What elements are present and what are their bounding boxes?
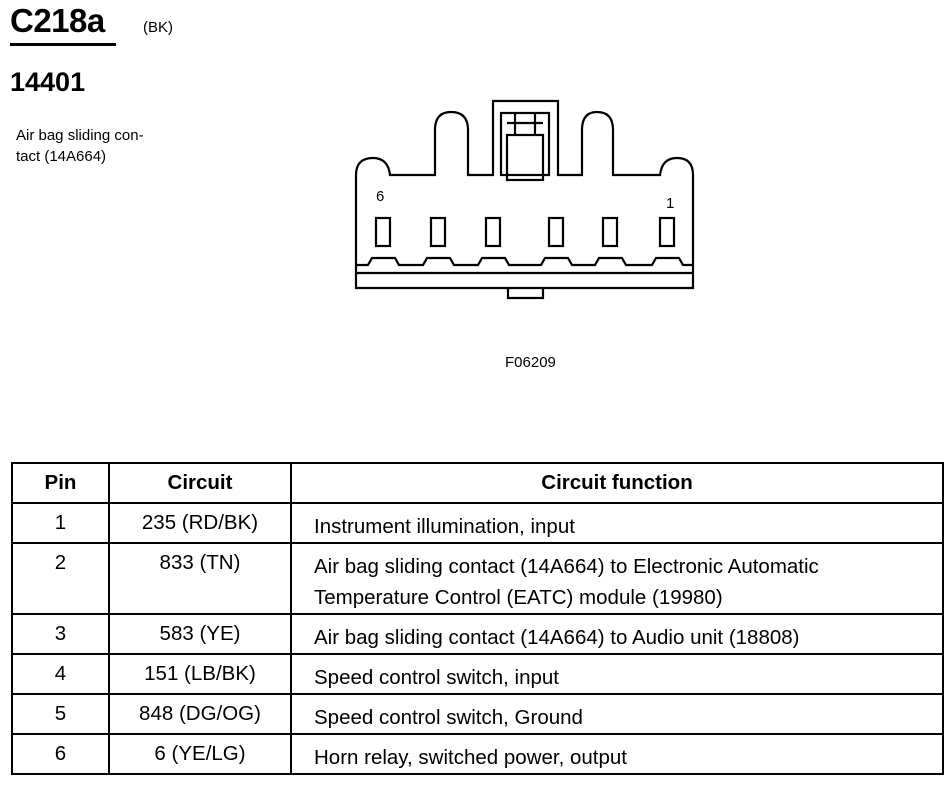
table-header-row: Pin Circuit Circuit function bbox=[11, 462, 944, 504]
circuit-cell: 583 (YE) bbox=[108, 613, 292, 655]
pin-cell: 4 bbox=[11, 653, 110, 695]
function-cell: Air bag sliding contact (14A664) to Audi… bbox=[290, 613, 944, 655]
table-row: 5 848 (DG/OG) Speed control switch, Grou… bbox=[11, 693, 944, 735]
pin-label-6: 6 bbox=[376, 188, 384, 205]
table-row: 6 6 (YE/LG) Horn relay, switched power, … bbox=[11, 733, 944, 775]
circuit-cell: 151 (LB/BK) bbox=[108, 653, 292, 695]
connector-id-underline bbox=[10, 43, 116, 46]
function-cell: Air bag sliding contact (14A664) to Elec… bbox=[290, 542, 944, 615]
function-cell: Speed control switch, Ground bbox=[290, 693, 944, 735]
circuit-cell: 833 (TN) bbox=[108, 542, 292, 615]
header-function: Circuit function bbox=[290, 462, 944, 504]
pin-cell: 5 bbox=[11, 693, 110, 735]
pin-cavity-3 bbox=[547, 216, 565, 248]
table-row: 2 833 (TN) Air bag sliding contact (14A6… bbox=[11, 542, 944, 615]
connector-description: Air bag sliding con- tact (14A664) bbox=[16, 125, 186, 167]
function-line-1: Air bag sliding contact (14A664) to Elec… bbox=[314, 555, 819, 578]
part-number: 14401 bbox=[10, 67, 86, 97]
connector-color: (BK) bbox=[143, 19, 173, 36]
figure-code: F06209 bbox=[505, 354, 556, 371]
pin-cell: 6 bbox=[11, 733, 110, 775]
connector-face-diagram: 6 1 bbox=[354, 99, 695, 300]
description-line-1: Air bag sliding con- bbox=[16, 127, 144, 144]
key-tab bbox=[506, 288, 545, 300]
pin-table: Pin Circuit Circuit function 1 235 (RD/B… bbox=[11, 462, 944, 775]
function-cell: Horn relay, switched power, output bbox=[290, 733, 944, 775]
function-cell: Instrument illumination, input bbox=[290, 502, 944, 544]
pin-cell: 2 bbox=[11, 542, 110, 615]
pin-cell: 3 bbox=[11, 613, 110, 655]
description-line-2: tact (14A664) bbox=[16, 148, 107, 165]
header-pin: Pin bbox=[11, 462, 110, 504]
circuit-cell: 6 (YE/LG) bbox=[108, 733, 292, 775]
pin-cavity-4 bbox=[484, 216, 502, 248]
circuit-cell: 235 (RD/BK) bbox=[108, 502, 292, 544]
latch-inner bbox=[505, 133, 545, 182]
pin-cavity-2 bbox=[601, 216, 619, 248]
pin-cavity-6 bbox=[374, 216, 392, 248]
table-row: 1 235 (RD/BK) Instrument illumination, i… bbox=[11, 502, 944, 544]
function-cell: Speed control switch, input bbox=[290, 653, 944, 695]
connector-housing-outline bbox=[354, 99, 695, 290]
header-circuit: Circuit bbox=[108, 462, 292, 504]
pin-cell: 1 bbox=[11, 502, 110, 544]
table-row: 3 583 (YE) Air bag sliding contact (14A6… bbox=[11, 613, 944, 655]
table-row: 4 151 (LB/BK) Speed control switch, inpu… bbox=[11, 653, 944, 695]
pin-cavity-1 bbox=[658, 216, 676, 248]
function-line-2: Temperature Control (EATC) module (19980… bbox=[314, 586, 723, 609]
latch-outer bbox=[499, 111, 551, 177]
connector-id: C218a bbox=[10, 2, 105, 39]
pin-cavity-5 bbox=[429, 216, 447, 248]
circuit-cell: 848 (DG/OG) bbox=[108, 693, 292, 735]
pin-label-1: 1 bbox=[666, 195, 674, 212]
